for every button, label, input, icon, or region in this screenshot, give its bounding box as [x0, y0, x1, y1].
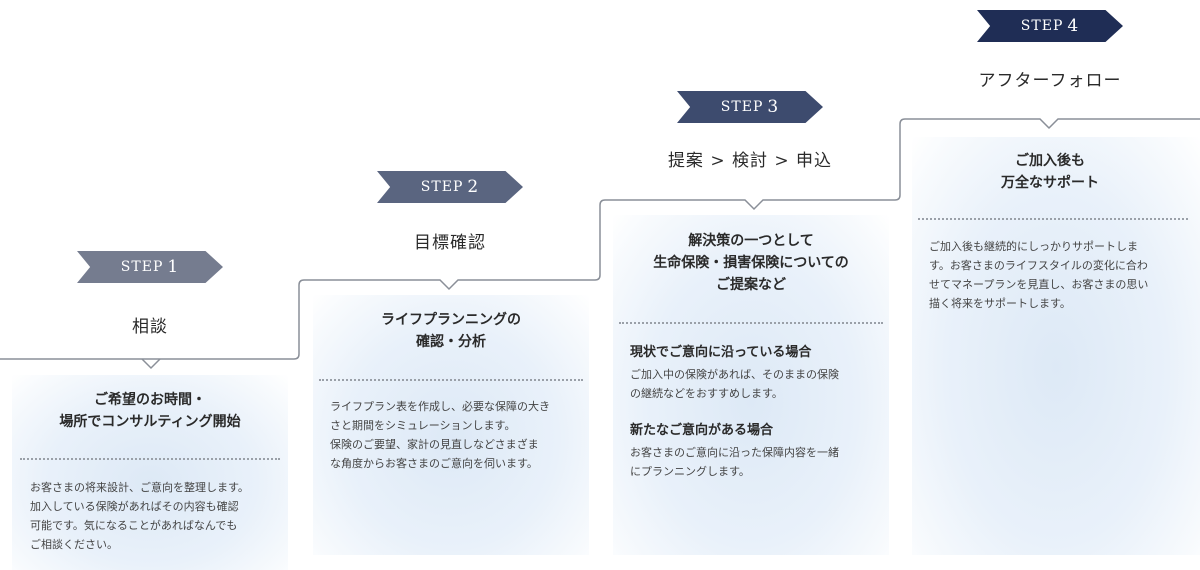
step-1-divider	[20, 458, 280, 460]
step-4-badge: STEP 4	[977, 10, 1123, 42]
step-4-label: STEP	[1020, 18, 1064, 34]
step-4-title: アフターフォロー	[978, 71, 1122, 91]
step-3-card-bg	[613, 215, 889, 555]
step-2-title: 目標確認	[414, 233, 486, 253]
step-3-heading: 解決策の一つとして 生命保険・損害保険についての ご提案など	[653, 233, 849, 293]
step-2-divider	[319, 379, 583, 381]
step-1-label: STEP	[120, 259, 164, 275]
step-4-body: ご加入後も継続的にしっかりサポートしま す。お客さまのライフスタイルの変化に合わ…	[929, 240, 1149, 310]
step-2-badge: STEP 2	[377, 171, 523, 203]
step-3-number: 3	[767, 97, 780, 117]
step-1-card-bg	[12, 375, 288, 570]
step-2-label: STEP	[420, 179, 464, 195]
step-3-sub-1-text: ご加入中の保険があれば、そのままの保険 の継続などをおすすめします。	[630, 368, 839, 400]
staircase-path	[0, 118, 1200, 360]
step-4-number: 4	[1067, 16, 1080, 36]
step-3-sub-1: 現状でご意向に沿っている場合 ご加入中の保険があれば、そのままの保険 の継続など…	[630, 343, 885, 403]
step-2-body: ライフプラン表を作成し、必要な保障の大き さと期間をシミュレーションします。 保…	[330, 400, 550, 470]
step-3-badge: STEP 3	[677, 91, 823, 123]
step-2-card-bg	[313, 295, 589, 555]
step-2-card: ライフプランニングの 確認・分析 ライフプラン表を作成し、必要な保障の大き さと…	[313, 295, 589, 555]
step-3-sub-2-title: 新たなご意向がある場合	[630, 423, 774, 438]
step-2-heading: ライフプランニングの 確認・分析	[381, 312, 521, 350]
step-4-card: ご加入後も 万全なサポート ご加入後も継続的にしっかりサポートしま す。お客さま…	[912, 137, 1200, 555]
step-1-title: 相談	[132, 317, 168, 337]
step-4-heading: ご加入後も 万全なサポート	[1001, 153, 1099, 191]
step-2-number: 2	[467, 177, 480, 197]
step-3-title: 提案 > 検討 > 申込	[667, 151, 833, 171]
staircase-notch-1	[141, 358, 161, 370]
step-1-badge: STEP 1	[77, 251, 223, 283]
step-3-divider	[619, 322, 883, 324]
step-1-heading: ご希望のお時間・ 場所でコンサルティング開始	[59, 392, 241, 430]
step-4-card-bg	[912, 137, 1200, 555]
step-3-sub-2-text: お客さまのご意向に沿った保障内容を一緒 にプランニングします。	[630, 446, 839, 478]
step-1-body: お客さまの将来設計、ご意向を整理します。 加入している保険があればその内容も確認…	[30, 481, 249, 551]
step-3-sub-1-title: 現状でご意向に沿っている場合	[630, 345, 812, 360]
step-4-divider	[918, 218, 1188, 220]
step-1-card: ご希望のお時間・ 場所でコンサルティング開始 お客さまの将来設計、ご意向を整理し…	[12, 375, 288, 570]
step-3-label: STEP	[720, 99, 764, 115]
step-3-card: 解決策の一つとして 生命保険・損害保険についての ご提案など 現状でご意向に沿っ…	[613, 215, 889, 555]
step-3-body: 現状でご意向に沿っている場合 ご加入中の保険があれば、そのままの保険 の継続など…	[630, 343, 885, 499]
step-3-sub-2: 新たなご意向がある場合 お客さまのご意向に沿った保障内容を一緒 にプランニングし…	[630, 421, 885, 481]
step-1-number: 1	[167, 257, 180, 277]
